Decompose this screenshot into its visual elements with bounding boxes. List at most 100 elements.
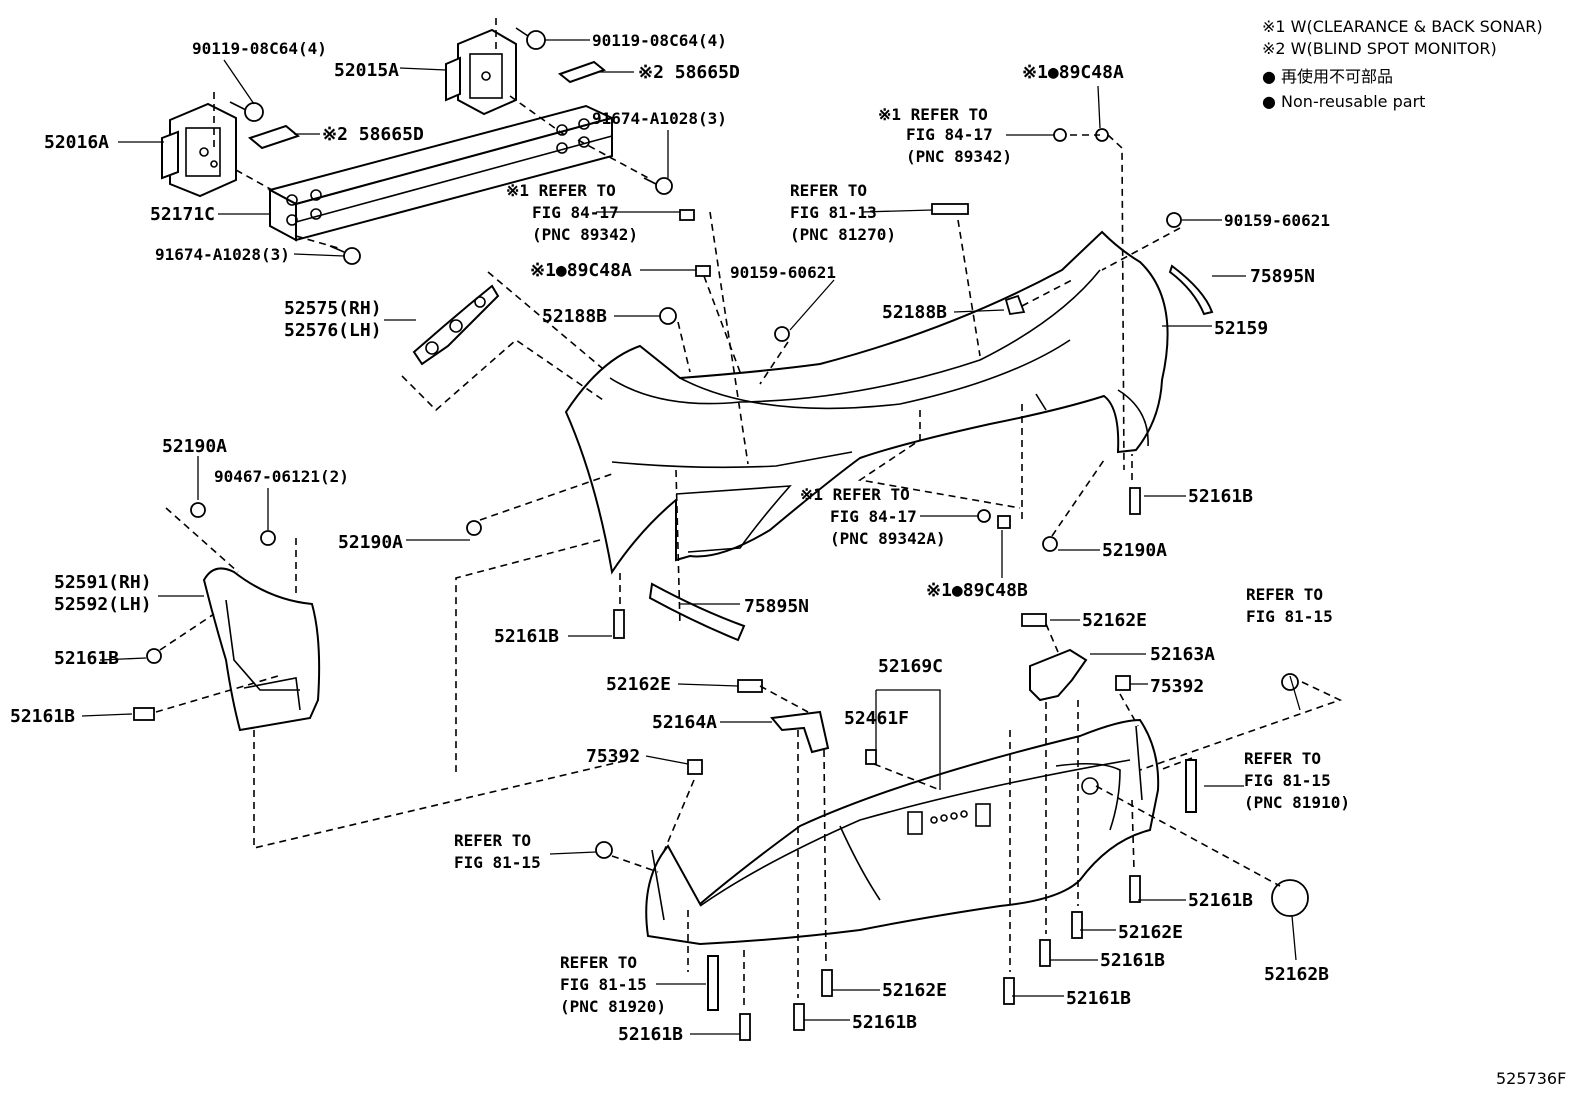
bracket-52016a — [161, 102, 237, 198]
label-89c48a-mid: ※1●89C48A — [530, 260, 632, 281]
reflector-81920 — [707, 955, 719, 1011]
label-ref-8115-c-2: FIG 81-15 — [454, 853, 541, 872]
pad-58665d-right — [557, 60, 607, 84]
label-52161b-6: 52161B — [1100, 950, 1165, 971]
label-52188b-left: 52188B — [542, 306, 607, 327]
lower-cover-52169c — [645, 718, 1160, 946]
reinforcement-group — [161, 18, 673, 265]
label-52159: 52159 — [1214, 318, 1268, 339]
sensor-89342-upper-left — [679, 209, 695, 221]
clip-52461f — [865, 749, 877, 765]
label-52015a: 52015A — [334, 60, 399, 81]
label-52162e-1: 52162E — [1082, 610, 1147, 631]
label-58665d-right: ※2 58665D — [638, 62, 740, 83]
retainer-89c48b — [997, 515, 1011, 529]
label-52162b: 52162B — [1264, 964, 1329, 985]
figure-id: 525736F — [1496, 1069, 1566, 1088]
label-52163a: 52163A — [1150, 644, 1215, 665]
label-ref-8417-mid-3: (PNC 89342) — [532, 225, 638, 244]
clip-52162e-left — [737, 679, 763, 693]
label-ref-8115-d-3: (PNC 81920) — [560, 997, 666, 1016]
label-91674-right: 91674-A1028(3) — [592, 109, 727, 128]
label-90159-right: 90159-60621 — [1224, 211, 1330, 230]
legend: ※1 W(CLEARANCE & BACK SONAR) ※2 W(BLIND … — [1262, 17, 1543, 111]
clip-52190a-right — [1042, 536, 1058, 552]
label-52161b-5: 52161B — [1188, 890, 1253, 911]
label-52164a: 52164A — [652, 712, 717, 733]
label-52161b-9: 52161B — [618, 1024, 683, 1045]
legend-note-3: ● 再使用不可部品 — [1262, 67, 1393, 86]
label-89c48b: ※1●89C48B — [926, 580, 1028, 601]
reflector-81910 — [1185, 759, 1197, 813]
label-ref-8417-top-3: (PNC 89342) — [906, 147, 1012, 166]
label-ref-8417-top-2: FIG 84-17 — [906, 125, 993, 144]
label-52188b-right: 52188B — [882, 302, 947, 323]
stopper-75392-left — [687, 759, 703, 775]
label-ref-8115-d-1: REFER TO — [560, 953, 637, 972]
clip-52162e-lower-2 — [821, 969, 833, 997]
screw-81-15-left — [595, 841, 613, 859]
bumper-reinforcement-52171c — [267, 104, 615, 242]
label-52161b-1: 52161B — [1188, 486, 1253, 507]
bolt-90119-right — [515, 27, 546, 50]
label-ref-8417-low-1: ※1 REFER TO — [800, 485, 910, 504]
label-52016a: 52016A — [44, 132, 109, 153]
clip-52161b-upper-left — [613, 609, 625, 639]
label-ref-8417-low-3: (PNC 89342A) — [830, 529, 946, 548]
label-ref-8115-a-1: REFER TO — [1246, 585, 1323, 604]
clip-52161b-side-1 — [146, 648, 162, 664]
label-ref-8115-d-2: FIG 81-15 — [560, 975, 647, 994]
reflector-strip-75895n-right — [1168, 264, 1214, 316]
legend-note-1: ※1 W(CLEARANCE & BACK SONAR) — [1262, 17, 1543, 36]
label-52461f: 52461F — [844, 708, 909, 729]
clip-52161b-lower-1 — [1129, 875, 1141, 903]
label-ref-8115-c-1: REFER TO — [454, 831, 531, 850]
pad-58665d-left — [247, 124, 301, 150]
label-52190a-center: 52190A — [338, 532, 403, 553]
label-52591: 52591(RH) — [54, 572, 152, 593]
clip-52188b-left — [659, 307, 677, 325]
label-52190a-right: 52190A — [1102, 540, 1167, 561]
clip-52190a-left — [190, 502, 206, 518]
clip-52161b-lower-2 — [1039, 939, 1051, 967]
legend-note-4: ● Non-reusable part — [1262, 92, 1425, 111]
screw-81-15-right — [1281, 673, 1299, 691]
side-bracket-52591-52592 — [202, 567, 321, 732]
clip-52188b-right — [1004, 294, 1026, 316]
label-ref-8115-a-2: FIG 81-15 — [1246, 607, 1333, 626]
nut-90467 — [260, 530, 276, 546]
label-ref-8115-b-3: (PNC 81910) — [1244, 793, 1350, 812]
label-91674-left: 91674-A1028(3) — [155, 245, 290, 264]
clip-52162e-lower-1 — [1071, 911, 1083, 939]
label-90119-left: 90119-08C64(4) — [192, 39, 327, 58]
label-ref-8417-top-1: ※1 REFER TO — [878, 105, 988, 124]
label-52592: 52592(LH) — [54, 594, 152, 615]
label-52162e-4: 52162E — [882, 980, 947, 1001]
clip-52161b-upper-right — [1129, 487, 1141, 515]
label-52576: 52576(LH) — [284, 320, 382, 341]
bolt-91674-right — [643, 177, 673, 195]
cap-52162b — [1271, 879, 1309, 917]
label-ref-8115-b-2: FIG 81-15 — [1244, 771, 1331, 790]
label-75392-left: 75392 — [586, 746, 640, 767]
clip-52161b-lower-3 — [1003, 977, 1015, 1005]
label-58665d-left: ※2 58665D — [322, 124, 424, 145]
label-89c48a-top: ※1●89C48A — [1022, 62, 1124, 83]
clip-52161b-lower-4 — [793, 1003, 805, 1031]
retainer-89c48a-mid — [695, 265, 711, 277]
part-labels: 90119-08C64(4) 90119-08C64(4) 52015A ※2 … — [10, 31, 1566, 1088]
label-75895n-left: 75895N — [744, 596, 809, 617]
label-75392-right: 75392 — [1150, 676, 1204, 697]
label-52162e-2: 52162E — [606, 674, 671, 695]
label-ref-8113-3: (PNC 81270) — [790, 225, 896, 244]
label-52169c: 52169C — [878, 656, 943, 677]
label-52161b-4: 52161B — [10, 706, 75, 727]
label-90119-right: 90119-08C64(4) — [592, 31, 727, 50]
label-ref-8113-1: REFER TO — [790, 181, 867, 200]
label-90159-left: 90159-60621 — [730, 263, 836, 282]
sensor-89342-upper-right — [1053, 128, 1067, 142]
label-52190a-left: 52190A — [162, 436, 227, 457]
clip-52190a-center — [466, 520, 482, 536]
clip-52162e-top — [1021, 613, 1047, 627]
